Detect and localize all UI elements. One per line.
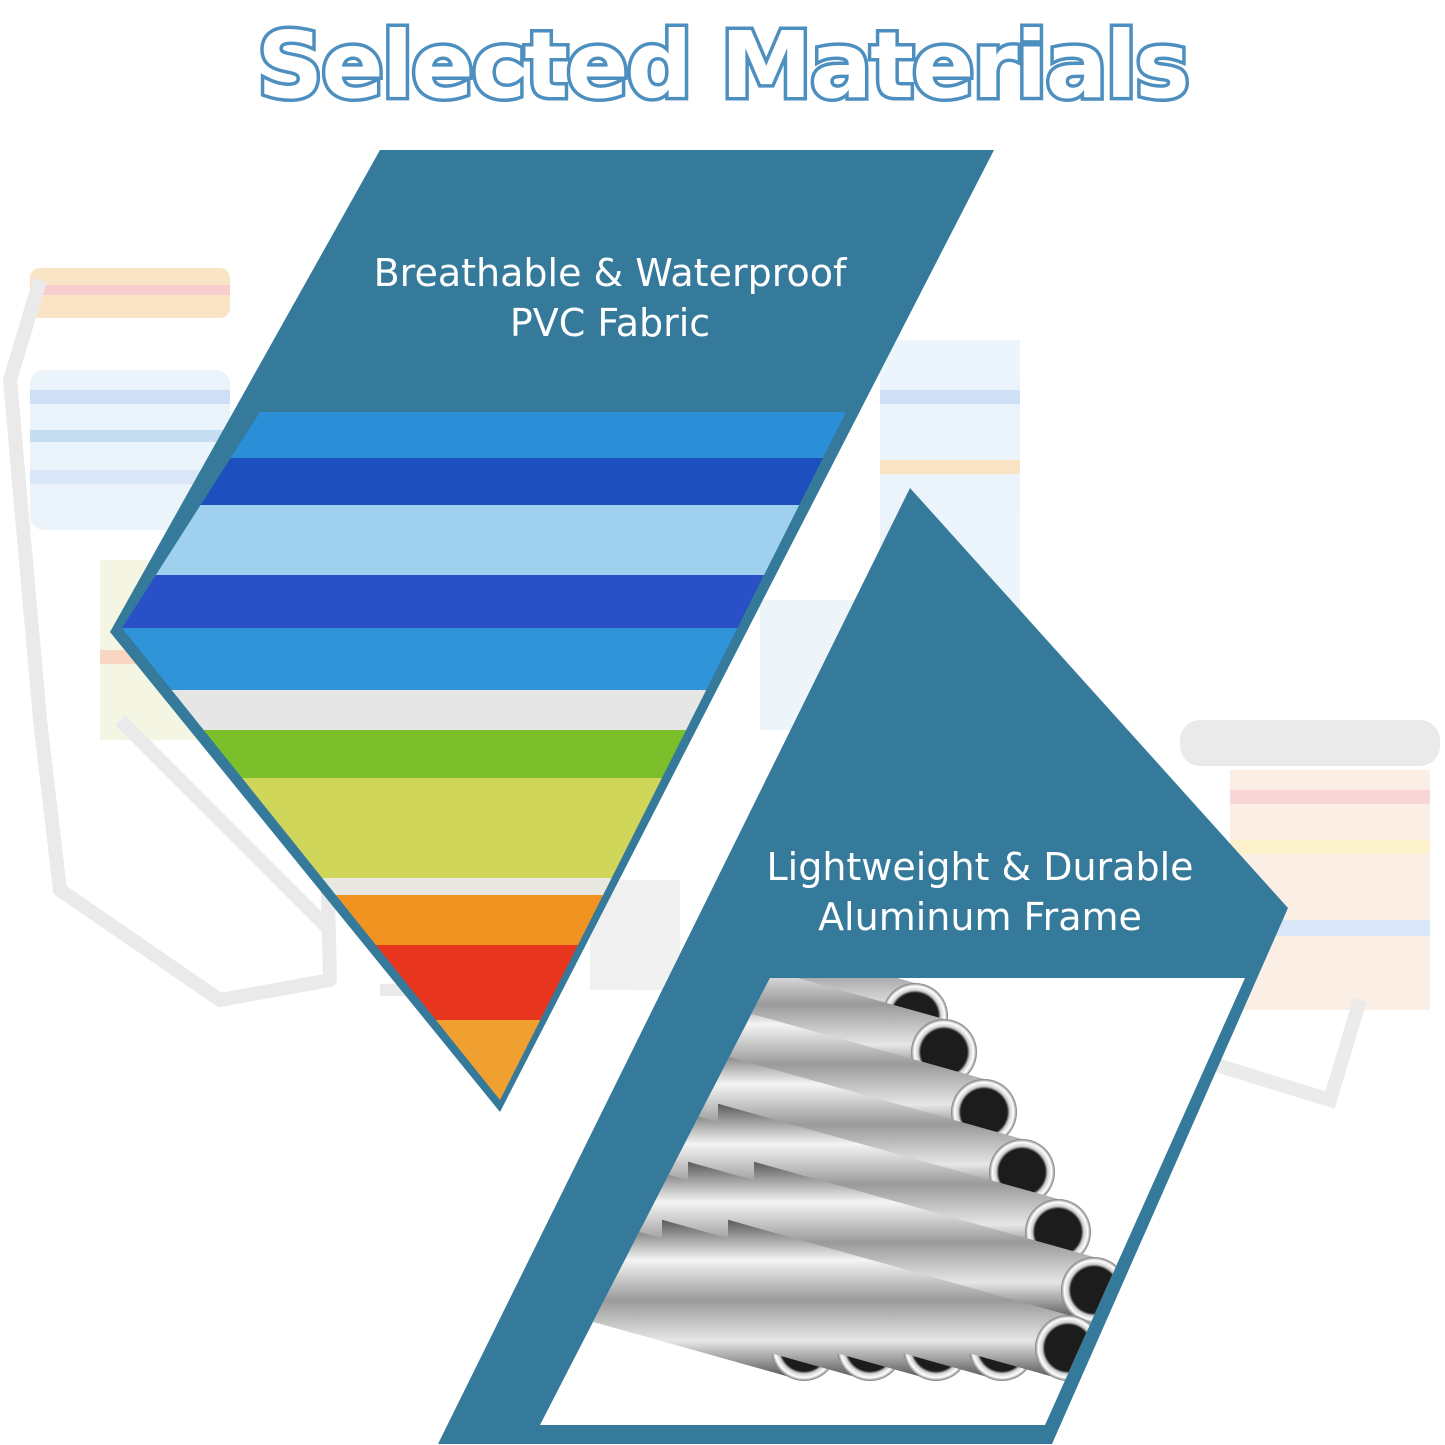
tube-body — [728, 1219, 1068, 1381]
frame-caption: Lightweight & Durable Aluminum Frame — [700, 842, 1260, 942]
fabric-caption: Breathable & Waterproof PVC Fabric — [300, 248, 920, 348]
tube-body — [754, 1161, 1094, 1323]
page-title: Selected Materials — [254, 9, 1194, 123]
tube-body — [682, 1043, 1022, 1205]
frame-caption-line-2: Aluminum Frame — [818, 895, 1142, 939]
fabric-caption-line-1: Breathable & Waterproof — [373, 251, 847, 295]
fabric-caption-line-2: PVC Fabric — [509, 301, 711, 345]
frame-caption-line-1: Lightweight & Durable — [766, 845, 1194, 889]
